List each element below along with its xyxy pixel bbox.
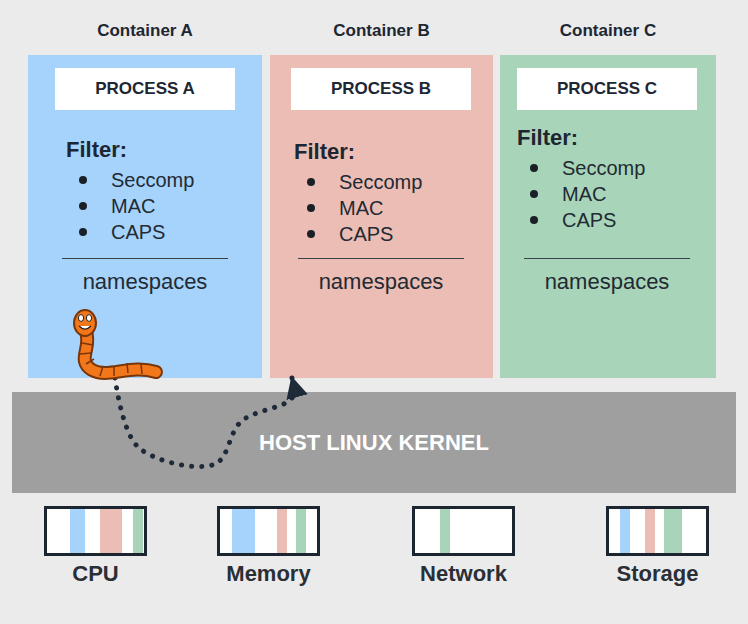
worm-rings — [80, 343, 142, 376]
filter-item: CAPS — [294, 221, 422, 247]
network-usage — [412, 506, 515, 556]
filter-item: Seccomp — [517, 155, 645, 181]
worm-eye — [78, 315, 83, 322]
cpu-usage — [44, 506, 147, 556]
usage-stripe — [70, 508, 85, 554]
meter-ground — [412, 506, 515, 556]
resource-frame — [217, 506, 320, 556]
filter-block: Filter: SeccompMACCAPS — [66, 137, 194, 245]
separator-line — [524, 258, 690, 259]
filter-item: MAC — [294, 195, 422, 221]
usage-stripe — [232, 508, 255, 554]
worm-body — [85, 332, 156, 373]
container-body: Filter: SeccompMACCAPS namespaces PROCESS B — [270, 55, 493, 378]
container-body: Filter: SeccompMACCAPS namespaces PROCESS C — [500, 55, 716, 378]
process-box: PROCESS B — [291, 68, 471, 110]
resource-box: Storage — [585, 506, 731, 587]
resource-frame — [412, 506, 515, 556]
usage-stripe — [440, 508, 450, 554]
container-label: Container A — [28, 14, 262, 48]
resource-label: Storage — [585, 561, 731, 587]
filter-title: Filter: — [294, 139, 422, 165]
process-label: PROCESS A — [95, 79, 195, 99]
namespaces-label: namespaces — [62, 269, 228, 295]
filter-item: CAPS — [66, 219, 194, 245]
separator-line — [62, 258, 228, 259]
filter-list: SeccompMACCAPS — [66, 167, 194, 245]
process-box: PROCESS C — [517, 68, 697, 110]
resource-label: Network — [391, 561, 537, 587]
usage-stripe — [100, 508, 122, 554]
resource-frame — [606, 506, 709, 556]
filter-block: Filter: SeccompMACCAPS — [294, 139, 422, 247]
filter-title: Filter: — [517, 125, 645, 151]
worm-outline — [85, 332, 156, 373]
container-label: Container C — [500, 14, 716, 48]
filter-item: Seccomp — [294, 169, 422, 195]
process-label: PROCESS B — [331, 79, 431, 99]
usage-stripe — [133, 508, 143, 554]
meter-ground — [217, 506, 320, 556]
worm-eye — [86, 315, 91, 322]
worm-smile — [79, 326, 91, 329]
container-box: Container C Filter: SeccompMACCAPS namespac… — [500, 14, 716, 378]
usage-stripe — [277, 508, 287, 554]
storage-usage — [606, 506, 709, 556]
separator-line — [298, 258, 464, 259]
filter-item: Seccomp — [66, 167, 194, 193]
usage-stripe — [664, 508, 682, 554]
container-box: Container A Filter: SeccompMACCAPS namespac… — [28, 14, 262, 378]
memory-usage — [217, 506, 320, 556]
filter-list: SeccompMACCAPS — [517, 155, 645, 233]
usage-stripe — [645, 508, 655, 554]
filter-item: CAPS — [517, 207, 645, 233]
filter-title: Filter: — [66, 137, 194, 163]
resource-box: Memory — [196, 506, 342, 587]
process-box: PROCESS A — [55, 68, 235, 110]
kernel-label: HOST LINUX KERNEL — [255, 430, 493, 456]
resource-box: Network — [391, 506, 537, 587]
resource-label: CPU — [23, 561, 169, 587]
usage-stripe — [620, 508, 630, 554]
filter-list: SeccompMACCAPS — [294, 169, 422, 247]
process-label: PROCESS C — [557, 79, 657, 99]
container-label: Container B — [270, 14, 493, 48]
filter-block: Filter: SeccompMACCAPS — [517, 125, 645, 233]
usage-stripe — [296, 508, 306, 554]
filter-item: MAC — [517, 181, 645, 207]
namespaces-label: namespaces — [524, 269, 690, 295]
attack-path — [115, 378, 294, 467]
meter-ground — [606, 506, 709, 556]
resource-box: CPU — [23, 506, 169, 587]
resource-label: Memory — [196, 561, 342, 587]
meter-ground — [44, 506, 147, 556]
filter-item: MAC — [66, 193, 194, 219]
namespaces-label: namespaces — [298, 269, 464, 295]
container-body: Filter: SeccompMACCAPS namespaces PROCESS A — [28, 55, 262, 378]
worm-head — [74, 310, 96, 336]
container-box: Container B Filter: SeccompMACCAPS namespac… — [270, 14, 493, 378]
resource-frame — [44, 506, 147, 556]
